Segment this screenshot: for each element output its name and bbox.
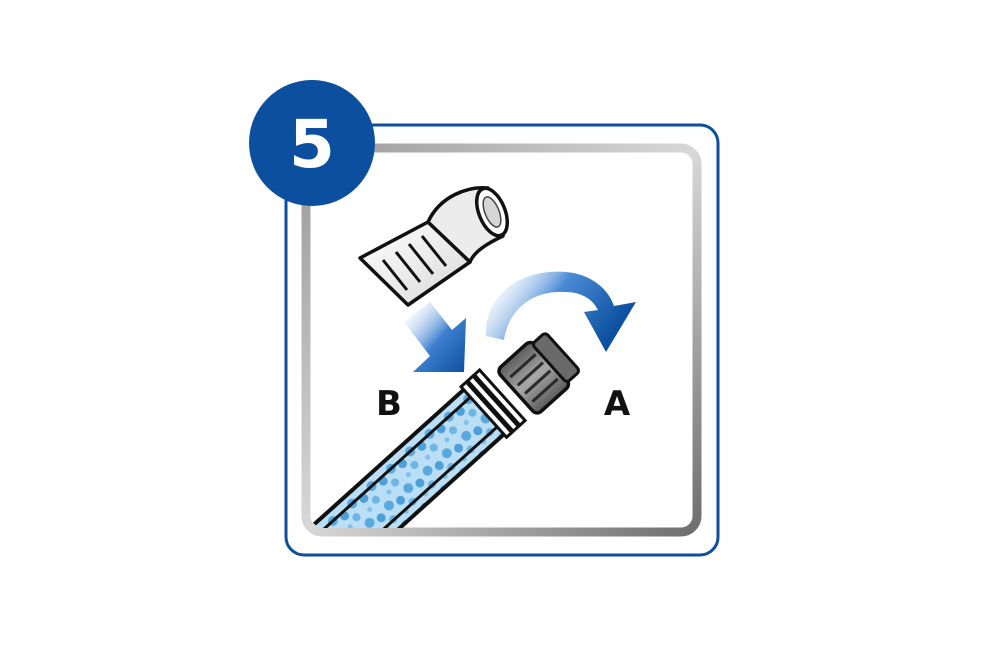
label-a: A [604,384,631,424]
curved-arrow-icon [485,271,636,352]
threaded-cap-icon [497,332,580,415]
filter-cartridge-icon [310,367,528,528]
step-badge: 5 [249,80,375,206]
down-right-arrow-icon [404,302,466,372]
step-number: 5 [289,106,335,183]
elbow-adapter-icon [358,186,510,307]
thread-ring-icon [458,367,528,440]
label-b: B [376,384,402,424]
